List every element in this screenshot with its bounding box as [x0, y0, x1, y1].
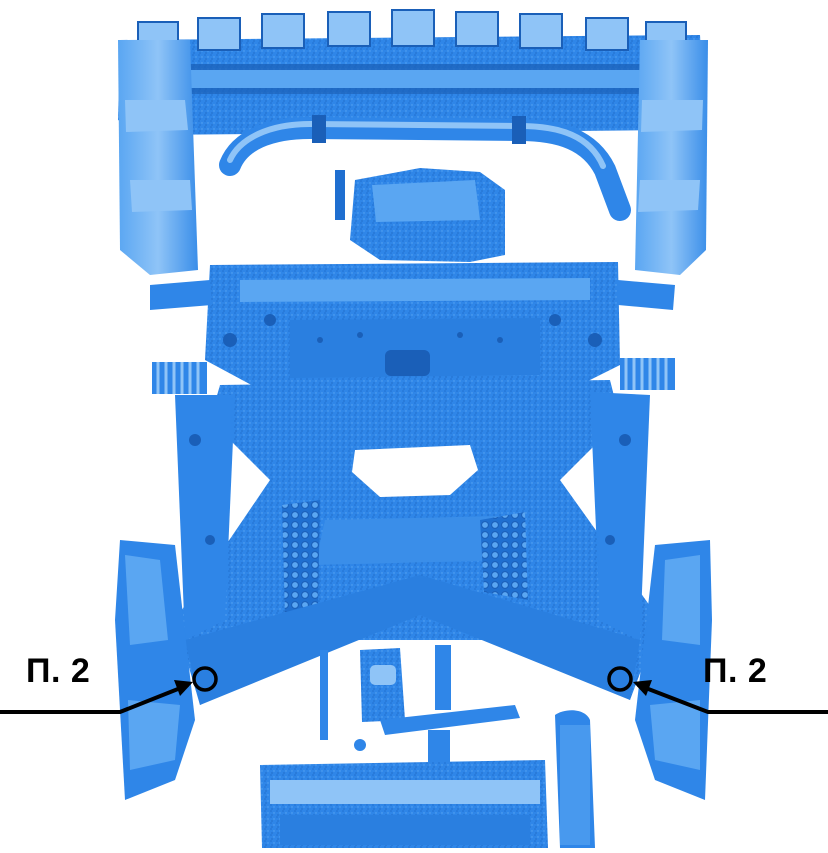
left-sill: [115, 540, 195, 800]
right-side-panel: [635, 40, 708, 275]
point-2-left-marker: [192, 666, 218, 692]
right-suspension-spring: [620, 358, 675, 390]
bottom-crossmember: [260, 760, 548, 848]
right-sill: [635, 540, 712, 800]
front-subframe: [150, 262, 675, 395]
rear-subframe: [175, 380, 660, 705]
left-suspension-spring: [152, 362, 207, 394]
point-2-right-label: П. 2: [703, 652, 768, 690]
right-leader-arrow: [633, 680, 828, 714]
oil-pan: [335, 168, 505, 262]
front-bumper-frame: [118, 9, 705, 135]
left-leader-arrow: [0, 680, 193, 714]
point-2-left-label: П. 2: [26, 652, 91, 690]
drive-parts: [320, 645, 595, 848]
point-2-right-marker: [607, 666, 633, 692]
intercooler-pipe: [219, 115, 631, 221]
left-side-panel: [118, 40, 198, 275]
